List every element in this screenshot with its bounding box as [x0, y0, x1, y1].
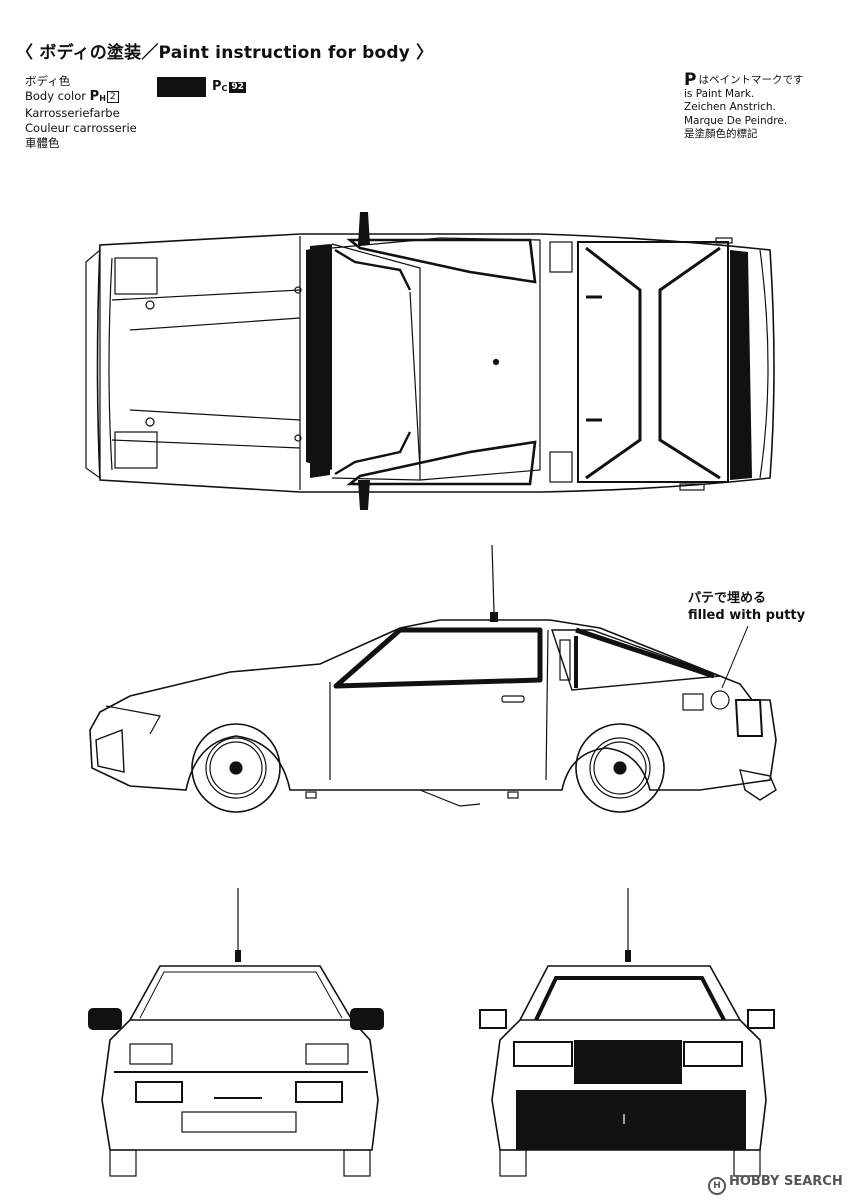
paint-mark-number: 2 — [106, 91, 119, 103]
watermark-text: HOBBY SEARCH — [729, 1174, 843, 1189]
legend-line-de: Zeichen Anstrich. — [684, 101, 776, 113]
body-color-label-ja: ボディ色 — [25, 74, 71, 88]
hobby-search-logo-icon: H — [708, 1177, 726, 1195]
body-color-label-de: Karrosseriefarbe — [25, 106, 120, 120]
legend-line-zh: 是塗顏色的標記 — [684, 128, 758, 140]
paint-mark-legend-icon: P — [684, 70, 697, 90]
paint-code-number: 92 — [229, 82, 246, 93]
page-title: 〈 ボディの塗装／Paint instruction for body 〉 — [16, 43, 434, 63]
front-view-car — [88, 888, 384, 1177]
putty-callout: パテで埋める filled with putty — [688, 590, 805, 624]
body-color-label-fr: Couleur carrosserie — [25, 121, 137, 135]
legend-line-ja: はペイントマークです — [698, 74, 804, 86]
paint-code-mark-icon: PC — [212, 79, 228, 94]
rear-view-car — [479, 888, 775, 1177]
side-view-car — [89, 544, 777, 813]
body-color-label-en: Body color — [25, 89, 87, 103]
putty-callout-ja: パテで埋める — [688, 591, 767, 606]
body-color-label-zh: 車體色 — [25, 136, 60, 150]
legend-line-fr: Marque De Peindre. — [684, 114, 788, 127]
paint-mark-icon: PH — [89, 89, 106, 104]
legend-line-en: is Paint Mark. — [684, 87, 755, 100]
body-color-swatch — [157, 77, 206, 97]
putty-callout-en: filled with putty — [688, 608, 806, 623]
top-view-car — [85, 212, 775, 510]
